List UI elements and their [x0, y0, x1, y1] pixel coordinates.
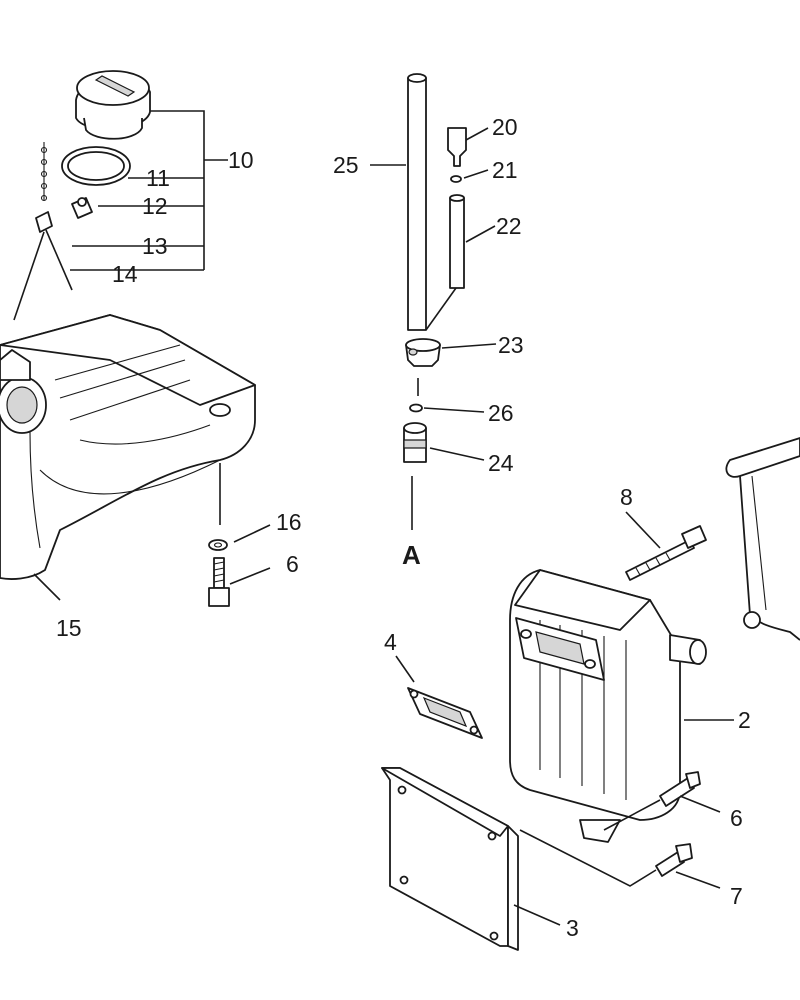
tank-bolt: [208, 557, 230, 607]
cap-gasket-ring: [61, 146, 131, 186]
tank-washer: [208, 539, 228, 551]
small-o-ring: [450, 175, 462, 183]
label-part-10: 10: [228, 147, 254, 173]
retaining-chain: [35, 142, 53, 233]
label-part-25: 25: [333, 152, 359, 178]
filter-tube: [449, 194, 465, 289]
label-part-11: 11: [146, 165, 170, 191]
fuel-cap: [75, 70, 151, 140]
muffler: [509, 569, 707, 843]
label-part-6-muffler: 6: [730, 805, 743, 831]
label-part-20: 20: [492, 114, 518, 140]
label-part-21: 21: [492, 157, 518, 183]
label-part-2: 2: [738, 707, 751, 733]
label-part-3: 3: [566, 915, 579, 941]
cover-screw: [655, 843, 693, 877]
label-part-14: 14: [112, 261, 138, 287]
label-part-16: 16: [276, 509, 302, 535]
retainer-clip: [71, 197, 93, 219]
muffler-bolt-long: [625, 525, 707, 581]
label-part-23: 23: [498, 332, 524, 358]
label-part-15: 15: [56, 615, 82, 641]
label-connection-a: A: [402, 540, 421, 570]
filter-cap: [447, 127, 467, 167]
label-part-4: 4: [384, 629, 397, 655]
grommet: [405, 338, 441, 367]
fuel-tank: [0, 314, 256, 580]
fuel-filter: [403, 422, 427, 463]
o-ring: [409, 403, 423, 413]
engine-guard-frame: [725, 437, 800, 641]
label-part-8: 8: [620, 484, 633, 510]
label-part-7: 7: [730, 883, 743, 909]
label-part-6-tank: 6: [286, 551, 299, 577]
label-part-24: 24: [488, 450, 514, 476]
label-part-22: 22: [496, 213, 522, 239]
label-part-26: 26: [488, 400, 514, 426]
fuel-pipe: [407, 73, 427, 331]
muffler-bolt: [659, 771, 701, 807]
heat-shield-plate: [381, 767, 519, 951]
label-part-12: 12: [142, 193, 168, 219]
label-part-13: 13: [142, 233, 168, 259]
muffler-gasket: [407, 687, 483, 739]
